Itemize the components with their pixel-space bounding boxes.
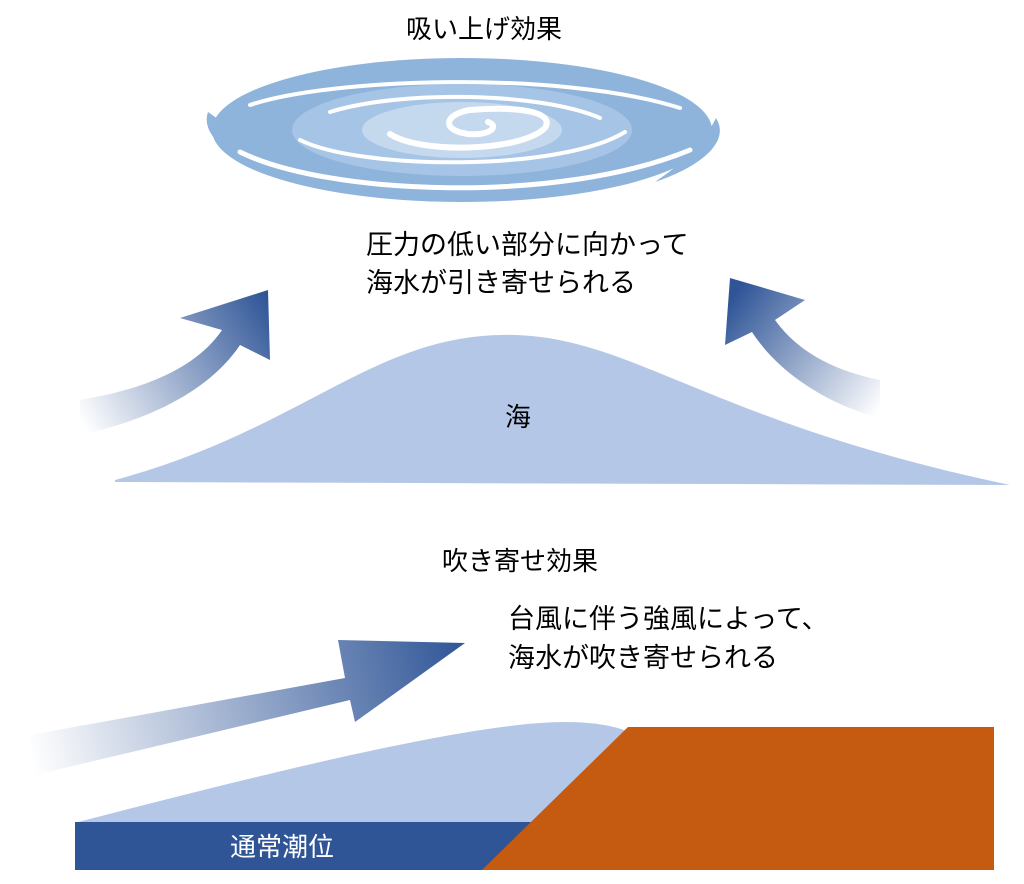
normal-tide-bar	[75, 822, 555, 870]
bottom-section-title: 吹き寄せ効果	[442, 547, 598, 577]
bottom-description-line-2: 海水が吹き寄せられる	[508, 643, 778, 674]
sea-mound	[115, 334, 1010, 485]
bottom-description-line-1: 台風に伴う強風によって、	[508, 604, 829, 635]
typhoon-vortex-icon	[206, 58, 720, 202]
wind-arrow-icon-bottom	[30, 640, 465, 775]
top-section-title: 吸い上げ効果	[406, 15, 562, 45]
wind-arrow-icon-right	[725, 278, 880, 418]
land	[482, 727, 994, 870]
wind-arrow-icon-left	[80, 290, 270, 435]
top-description-line-1: 圧力の低い部分に向かって	[366, 230, 689, 261]
sea-surge	[78, 722, 640, 822]
sea-label: 海	[505, 403, 531, 433]
normal-tide-label: 通常潮位	[230, 833, 334, 863]
top-description-line-2: 海水が引き寄せられる	[366, 268, 636, 299]
